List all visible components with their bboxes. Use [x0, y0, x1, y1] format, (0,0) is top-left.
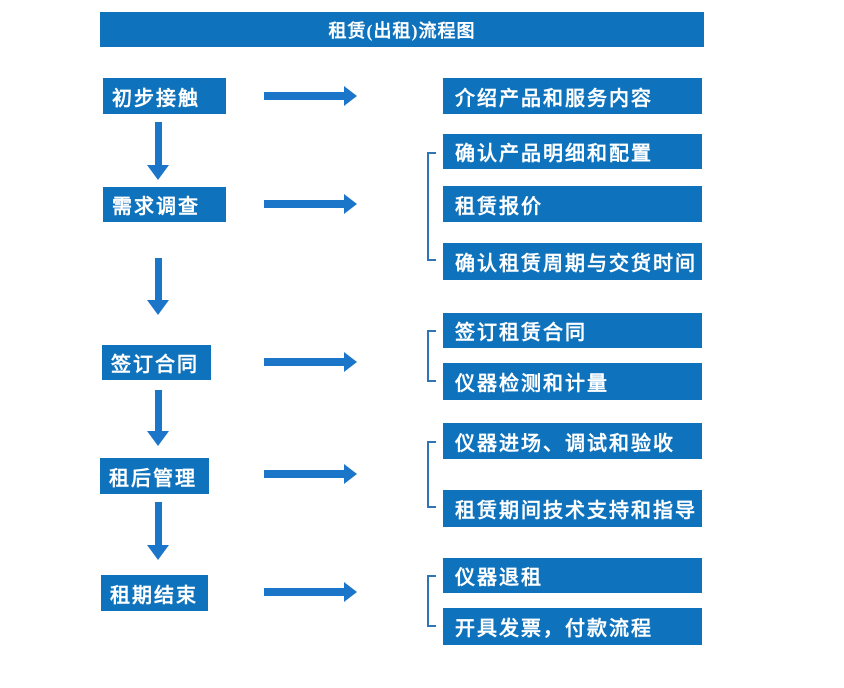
group-bracket	[427, 152, 436, 261]
down-arrow	[147, 390, 169, 446]
arrow-shaft	[264, 200, 344, 208]
arrow-head	[147, 300, 169, 315]
detail-box-technical-support: 租赁期间技术支持和指导	[443, 490, 702, 527]
step-box-lease-end: 租期结束	[101, 575, 208, 611]
arrow-shaft	[264, 92, 344, 100]
arrow-shaft	[264, 588, 344, 596]
right-arrow	[264, 194, 357, 214]
detail-box-invoice-payment: 开具发票，付款流程	[443, 608, 702, 645]
step-box-post-rental-management: 租后管理	[100, 458, 209, 494]
group-bracket	[427, 575, 436, 627]
right-arrow	[264, 582, 357, 602]
detail-box-instrument-setup-acceptance: 仪器进场、调试和验收	[443, 423, 702, 459]
detail-box-instrument-return: 仪器退租	[443, 558, 702, 593]
flowchart-title: 租赁(出租)流程图	[100, 12, 704, 47]
down-arrow	[147, 502, 169, 560]
step-box-demand-survey: 需求调查	[103, 187, 226, 222]
arrow-head	[147, 545, 169, 560]
detail-box-instrument-inspection: 仪器检测和计量	[443, 363, 702, 400]
detail-box-sign-rental-contract: 签订租赁合同	[443, 313, 702, 348]
down-arrow	[147, 258, 169, 315]
right-arrow	[264, 352, 357, 372]
step-box-sign-contract: 签订合同	[102, 345, 211, 380]
right-arrow	[264, 86, 357, 106]
arrow-head	[344, 464, 357, 484]
arrow-head	[147, 165, 169, 180]
arrow-shaft	[154, 502, 162, 545]
group-bracket	[427, 441, 436, 508]
arrow-head	[147, 431, 169, 446]
detail-box-rental-quote: 租赁报价	[443, 186, 702, 222]
arrow-head	[344, 582, 357, 602]
arrow-head	[344, 352, 357, 372]
group-bracket	[427, 330, 436, 382]
right-arrow	[264, 464, 357, 484]
arrow-shaft	[154, 258, 162, 300]
detail-box-confirm-rental-period: 确认租赁周期与交货时间	[443, 243, 702, 280]
arrow-shaft	[264, 358, 344, 366]
step-box-initial-contact: 初步接触	[103, 78, 226, 114]
arrow-head	[344, 194, 357, 214]
arrow-shaft	[154, 390, 162, 431]
arrow-shaft	[264, 470, 344, 478]
detail-box-introduce-products: 介绍产品和服务内容	[443, 78, 702, 114]
arrow-shaft	[154, 122, 162, 165]
arrow-head	[344, 86, 357, 106]
detail-box-confirm-product-details: 确认产品明细和配置	[443, 134, 702, 169]
down-arrow	[147, 122, 169, 180]
